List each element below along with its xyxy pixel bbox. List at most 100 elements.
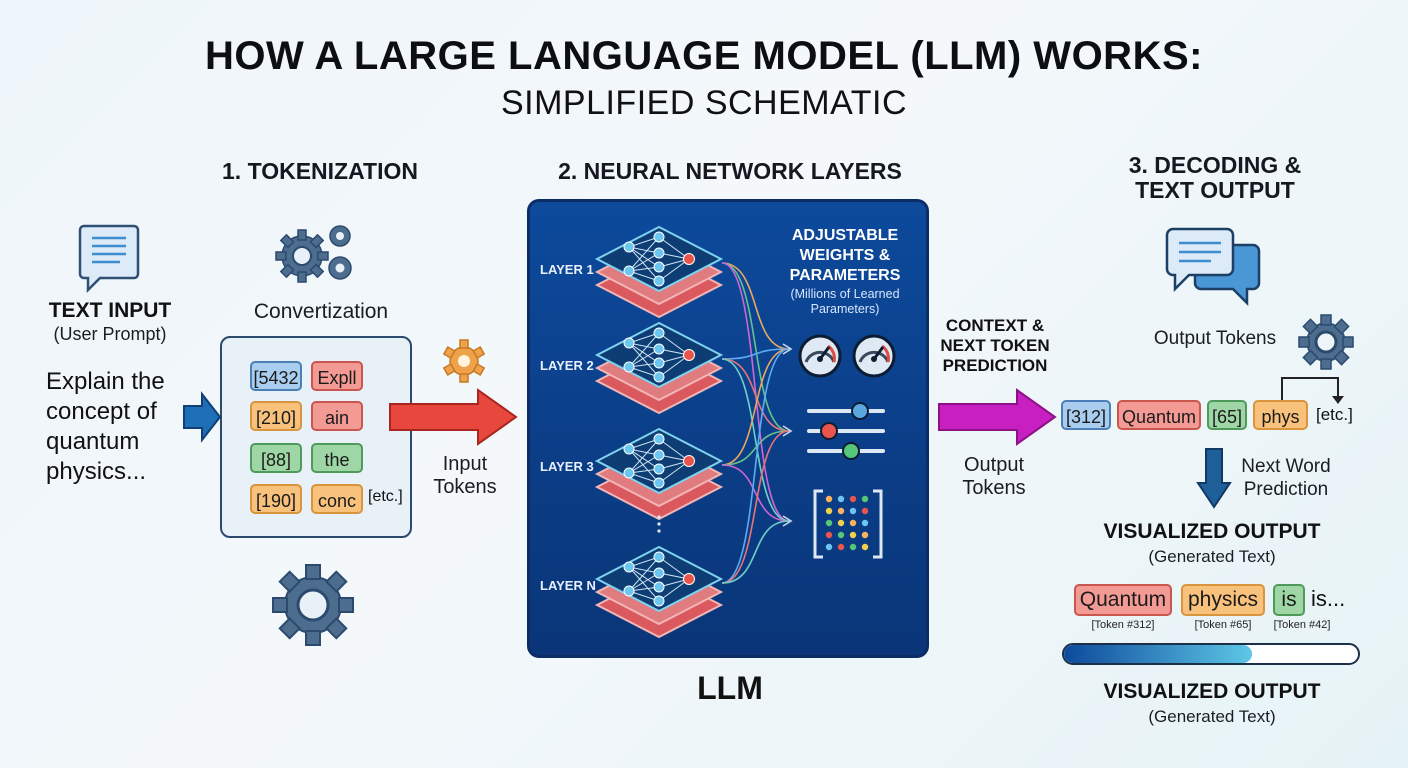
layer-stack-icon	[594, 225, 724, 319]
prompt-line: physics...	[46, 458, 147, 485]
llm-panel	[527, 199, 929, 658]
token: [88]	[250, 443, 302, 473]
matrix-dot	[825, 519, 833, 527]
weight-connection	[721, 464, 790, 522]
context-label: CONTEXT & NEXT TOKEN PREDICTION	[935, 316, 1055, 376]
connection-arrowhead	[782, 425, 793, 437]
weight-connection	[721, 348, 790, 584]
output-tokens-label: Output Tokens	[948, 454, 1040, 500]
prompt-line: Explain the	[46, 368, 165, 395]
weight-connection	[721, 520, 790, 584]
output-tokens-title: Output Tokens	[1153, 328, 1277, 349]
ellipsis-dot	[657, 529, 661, 533]
matrix-dot	[849, 543, 857, 551]
weight-connection	[721, 348, 790, 466]
matrix-dot	[849, 507, 857, 515]
layer-stack-icon	[594, 321, 724, 415]
weight-connection	[721, 430, 790, 466]
prompt-text: Explain the concept of quantum physics..…	[46, 367, 216, 487]
input-tokens-line: Input	[442, 453, 488, 475]
magenta-arrow-icon	[938, 388, 1057, 446]
layer-label: LAYER 3	[540, 459, 594, 474]
token: Expll	[311, 361, 363, 391]
token: the	[311, 443, 363, 473]
output-token: [65]	[1207, 400, 1247, 430]
red-arrow-icon	[389, 388, 518, 446]
matrix-dot	[825, 507, 833, 515]
blue-arrow-icon	[183, 391, 222, 443]
ellipsis-dot	[657, 522, 661, 526]
matrix-icon	[813, 489, 883, 559]
weight-connection	[721, 262, 790, 350]
weight-connection	[721, 262, 790, 522]
etc-label: [etc.]	[368, 488, 403, 505]
weight-connection	[721, 358, 790, 432]
next-word-line: Next Word	[1241, 456, 1331, 477]
visualized-output-subtitle: (Generated Text)	[1148, 547, 1276, 566]
output-token: Quantum	[1117, 400, 1201, 430]
matrix-dot	[861, 507, 869, 515]
connection-arrowhead	[782, 515, 793, 527]
down-arrow-icon	[1196, 448, 1232, 509]
output-token: phys	[1253, 400, 1308, 430]
loop-arrow-icon	[1281, 377, 1344, 404]
token: conc	[311, 484, 363, 514]
ellipsis-dot	[657, 515, 661, 519]
convertization-label: Convertization	[253, 300, 389, 323]
token-id: [Token #65]	[1194, 619, 1252, 631]
generated-token: Quantum	[1074, 584, 1172, 616]
gear-icon	[272, 564, 354, 646]
context-line: PREDICTION	[942, 356, 1048, 375]
weights-line: WEIGHTS &	[799, 247, 891, 264]
weights-sub-line: Parameters)	[810, 302, 880, 316]
weight-connection	[721, 348, 790, 360]
weights-line: ADJUSTABLE	[791, 227, 899, 244]
next-word-label: Next Word Prediction	[1234, 455, 1338, 501]
weight-connection	[721, 430, 790, 584]
matrix-dot	[837, 495, 845, 503]
token: ain	[311, 401, 363, 431]
weight-connection	[721, 262, 790, 432]
matrix-dot	[849, 531, 857, 539]
section-3-heading-line: 3. DECODING &	[1128, 152, 1302, 178]
llm-label: LLM	[697, 670, 763, 706]
gauge-icon	[798, 334, 842, 378]
layer-label: LAYER N	[540, 578, 596, 593]
matrix-dot	[837, 507, 845, 515]
generated-token: is	[1273, 584, 1305, 616]
matrix-dot	[861, 519, 869, 527]
weight-connection	[721, 358, 790, 522]
token-id: [Token #312]	[1091, 619, 1155, 631]
progress-fill	[1064, 645, 1253, 663]
network-layers-diagram	[594, 225, 896, 639]
document-chat-icon	[78, 224, 140, 294]
gear-icon	[1298, 314, 1354, 370]
token: [190]	[250, 484, 302, 514]
section-3-heading: 3. DECODING & TEXT OUTPUT	[1100, 153, 1330, 203]
matrix-dot	[861, 543, 869, 551]
input-tokens-line: Tokens	[433, 476, 497, 498]
etc-label: [etc.]	[1316, 405, 1353, 424]
page-subtitle: SIMPLIFIED SCHEMATIC	[500, 84, 908, 122]
token-id: [Token #42]	[1273, 619, 1331, 631]
visualized-output-subtitle-2: (Generated Text)	[1148, 707, 1276, 726]
matrix-dot	[861, 531, 869, 539]
section-2-heading: 2. NEURAL NETWORK LAYERS	[558, 158, 902, 184]
visualized-output-title-2: VISUALIZED OUTPUT	[1103, 680, 1321, 703]
weights-title: ADJUSTABLE WEIGHTS & PARAMETERS	[775, 226, 915, 286]
text-input-subtitle: (User Prompt)	[53, 324, 167, 344]
matrix-dot	[861, 495, 869, 503]
gears-icon	[275, 225, 352, 283]
matrix-dot	[849, 519, 857, 527]
matrix-dot	[825, 531, 833, 539]
orange-gear-icon	[442, 339, 486, 383]
weights-line: PARAMETERS	[789, 267, 901, 284]
chat-bubbles-icon	[1165, 227, 1261, 307]
trailing-text: is...	[1311, 586, 1346, 611]
layer-label: LAYER 2	[540, 358, 594, 373]
section-1-heading: 1. TOKENIZATION	[222, 158, 418, 184]
gauge-icon	[852, 334, 896, 378]
weights-subtitle: (Millions of Learned Parameters)	[770, 287, 920, 317]
weights-sub-line: (Millions of Learned	[790, 287, 900, 301]
token: [5432	[250, 361, 302, 391]
